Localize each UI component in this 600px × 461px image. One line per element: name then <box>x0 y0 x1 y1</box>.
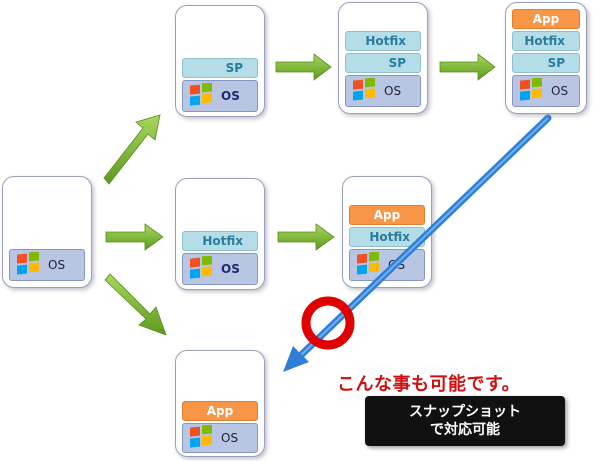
rollback-arrow <box>283 114 552 372</box>
vm-hotfix: Hotfix OS <box>175 178 265 290</box>
os-layer: OS <box>182 253 258 285</box>
app-layer: App <box>349 205 425 225</box>
os-layer: OS <box>345 75 421 107</box>
windows-logo-icon <box>17 252 39 275</box>
app-layer: App <box>182 401 258 421</box>
sp-layer: SP <box>512 53 580 73</box>
arrow-hotfix-to-hotfix-app <box>277 223 335 251</box>
hotfix-layer: Hotfix <box>182 231 258 251</box>
os-label: OS <box>48 258 66 272</box>
windows-logo-icon <box>190 425 212 448</box>
arrow-to-app-bottom <box>104 273 167 336</box>
vm-sp: SP OS <box>175 5 265 117</box>
os-layer: OS <box>182 80 258 112</box>
caption-text: こんな事も可能です。 <box>337 374 521 395</box>
highlight-circle <box>301 296 355 350</box>
windows-logo-icon <box>190 256 212 279</box>
sp-layer: SP <box>182 58 258 78</box>
arrow-hotfix-to-app <box>439 53 496 81</box>
hotfix-layer: Hotfix <box>349 227 425 247</box>
windows-logo-icon <box>190 83 212 106</box>
snapshot-badge: スナップショット で対応可能 <box>365 396 565 446</box>
windows-logo-icon <box>353 78 375 101</box>
os-label: OS <box>384 84 402 98</box>
app-layer: App <box>512 9 580 29</box>
badge-line-2: で対応可能 <box>430 422 500 438</box>
os-layer: OS <box>182 423 258 453</box>
vm-sp-hotfix: Hotfix SP OS <box>338 2 428 114</box>
hotfix-layer: Hotfix <box>345 31 421 51</box>
vm-sp-hotfix-app: App Hotfix SP OS <box>505 2 587 114</box>
base-vm: OS <box>2 176 92 288</box>
badge-line-1: スナップショット <box>409 404 521 420</box>
arrow-sp-to-hotfix <box>275 53 332 81</box>
windows-logo-icon <box>357 252 379 275</box>
os-label: OS <box>221 431 239 445</box>
vm-app: App OS <box>175 350 265 457</box>
arrow-to-sp <box>103 114 161 185</box>
windows-logo-icon <box>520 78 542 101</box>
arrow-to-hotfix <box>105 223 164 251</box>
sp-layer: SP <box>345 53 421 73</box>
os-label: OS <box>221 262 240 276</box>
os-layer: OS <box>512 75 580 107</box>
hotfix-layer: Hotfix <box>512 31 580 51</box>
os-label: OS <box>221 89 240 103</box>
os-label: OS <box>551 84 569 98</box>
os-layer: OS <box>9 249 85 281</box>
